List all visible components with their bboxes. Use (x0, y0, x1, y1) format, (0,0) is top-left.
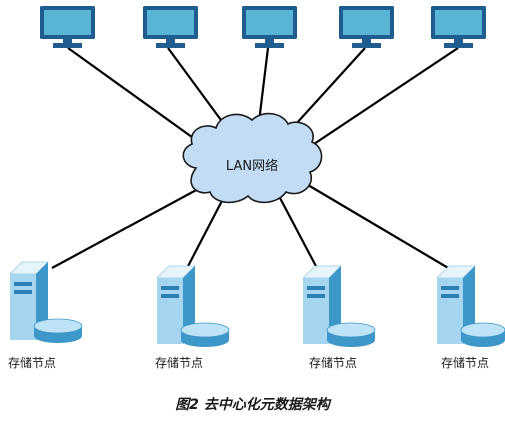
storage-node: 存储节点 (8, 261, 83, 370)
link-storage-1 (51, 187, 201, 269)
server-icon (9, 261, 83, 343)
monitor-icon (339, 6, 394, 48)
lan-cloud: LAN网络 (182, 112, 323, 204)
monitor-icon (40, 6, 95, 48)
server-icon (156, 265, 230, 347)
server-icon (436, 265, 505, 347)
monitor-icon (431, 6, 486, 48)
storage-node-label: 存储节点 (309, 355, 357, 370)
link-client-4 (285, 47, 366, 136)
network-label: LAN网络 (226, 158, 278, 174)
storage-node-label: 存储节点 (441, 355, 489, 370)
link-storage-4 (307, 184, 456, 273)
storage-node: 存储节点 (155, 265, 230, 370)
storage-node: 存储节点 (436, 265, 505, 370)
storage-node-label: 存储节点 (155, 355, 203, 370)
storage-links (51, 184, 456, 273)
storage-node-label: 存储节点 (8, 355, 56, 370)
link-client-1 (67, 47, 211, 151)
link-storage-2 (184, 194, 226, 273)
link-client-5 (304, 47, 459, 151)
monitor-icon (242, 6, 297, 48)
link-storage-3 (279, 197, 319, 271)
figure-caption: 图2 去中心化元数据架构 (175, 397, 330, 413)
client-links (67, 47, 459, 151)
storage-node: 存储节点 (302, 265, 376, 370)
server-icon (302, 265, 376, 347)
monitor-icon (143, 6, 198, 48)
